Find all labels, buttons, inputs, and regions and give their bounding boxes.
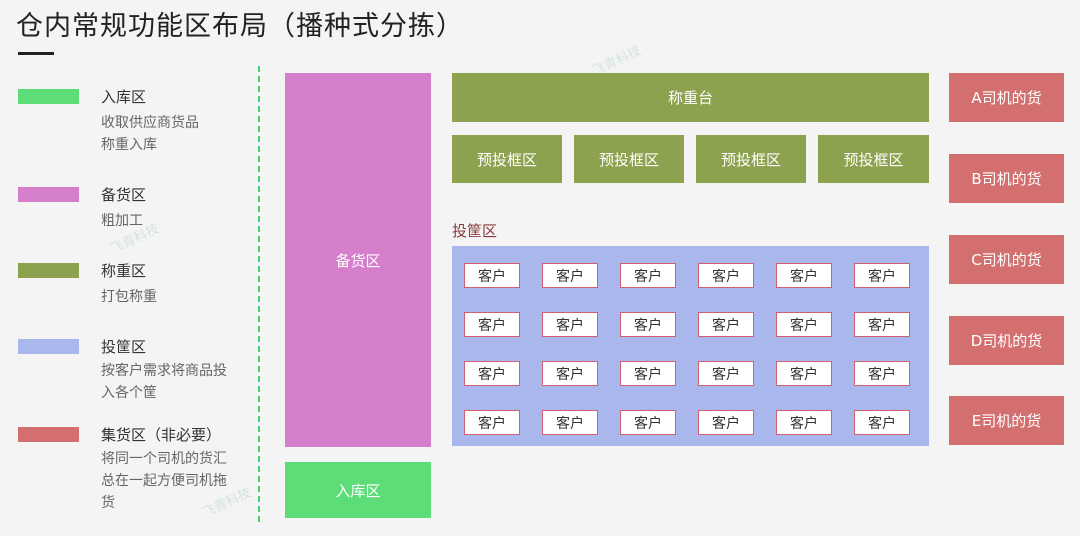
legend-label: 称重区: [101, 262, 147, 280]
customer-bin: 客户: [854, 263, 910, 288]
driver-zone: D司机的货: [949, 316, 1064, 365]
legend-desc: 粗加工: [101, 213, 143, 229]
customer-bin: 客户: [542, 263, 598, 288]
customer-bin: 客户: [542, 410, 598, 435]
legend-label: 入库区: [101, 88, 147, 106]
legend-label: 投筐区: [101, 338, 147, 356]
legend-desc: 打包称重: [101, 289, 157, 305]
customer-bin: 客户: [698, 263, 754, 288]
legend-label: 集货区（非必要）: [101, 426, 222, 444]
customer-bin: 客户: [776, 263, 832, 288]
receiving-area: 入库区: [285, 462, 431, 518]
customer-bin: 客户: [776, 361, 832, 386]
pre-drop-bin: 预投框区: [696, 135, 806, 183]
bin-area-label: 投筐区: [452, 222, 498, 240]
legend-swatch-staging: [18, 187, 79, 202]
customer-bin: 客户: [620, 312, 676, 337]
customer-grid: 客户客户客户客户客户客户客户客户客户客户客户客户客户客户客户客户客户客户客户客户…: [464, 263, 910, 435]
page-title: 仓内常规功能区布局（播种式分拣）: [16, 11, 464, 42]
customer-bin: 客户: [776, 312, 832, 337]
legend-swatch-receiving: [18, 89, 79, 104]
legend-desc: 将同一个司机的货汇总在一起方便司机拖货: [101, 451, 227, 511]
legend-swatch-consolidation: [18, 427, 79, 442]
driver-zone: C司机的货: [949, 235, 1064, 284]
customer-bin: 客户: [698, 361, 754, 386]
weighing-station: 称重台: [452, 73, 929, 122]
legend-swatch-bins: [18, 339, 79, 354]
customer-bin: 客户: [698, 312, 754, 337]
pre-drop-bin: 预投框区: [574, 135, 684, 183]
legend-divider: [258, 66, 260, 522]
staging-area: 备货区: [285, 73, 431, 447]
driver-zone: E司机的货: [949, 396, 1064, 445]
customer-bin: 客户: [620, 263, 676, 288]
customer-bin: 客户: [464, 312, 520, 337]
driver-zone: A司机的货: [949, 73, 1064, 122]
customer-bin: 客户: [464, 361, 520, 386]
driver-zone: B司机的货: [949, 154, 1064, 203]
customer-bin: 客户: [854, 410, 910, 435]
legend-desc: 按客户需求将商品投入各个筐: [101, 363, 227, 401]
customer-bin: 客户: [464, 263, 520, 288]
customer-bin: 客户: [698, 410, 754, 435]
legend-desc: 收取供应商货品 称重入库: [101, 115, 199, 153]
customer-bin: 客户: [854, 361, 910, 386]
pre-drop-bin: 预投框区: [818, 135, 929, 183]
customer-bin: 客户: [464, 410, 520, 435]
customer-bin: 客户: [620, 410, 676, 435]
customer-bin: 客户: [542, 312, 598, 337]
customer-bin: 客户: [854, 312, 910, 337]
customer-bin: 客户: [776, 410, 832, 435]
customer-bin: 客户: [542, 361, 598, 386]
pre-drop-bin: 预投框区: [452, 135, 562, 183]
title-underline: [18, 52, 54, 55]
bin-area: 客户客户客户客户客户客户客户客户客户客户客户客户客户客户客户客户客户客户客户客户…: [452, 246, 929, 446]
customer-bin: 客户: [620, 361, 676, 386]
legend-swatch-weighing: [18, 263, 79, 278]
legend-label: 备货区: [101, 186, 147, 204]
